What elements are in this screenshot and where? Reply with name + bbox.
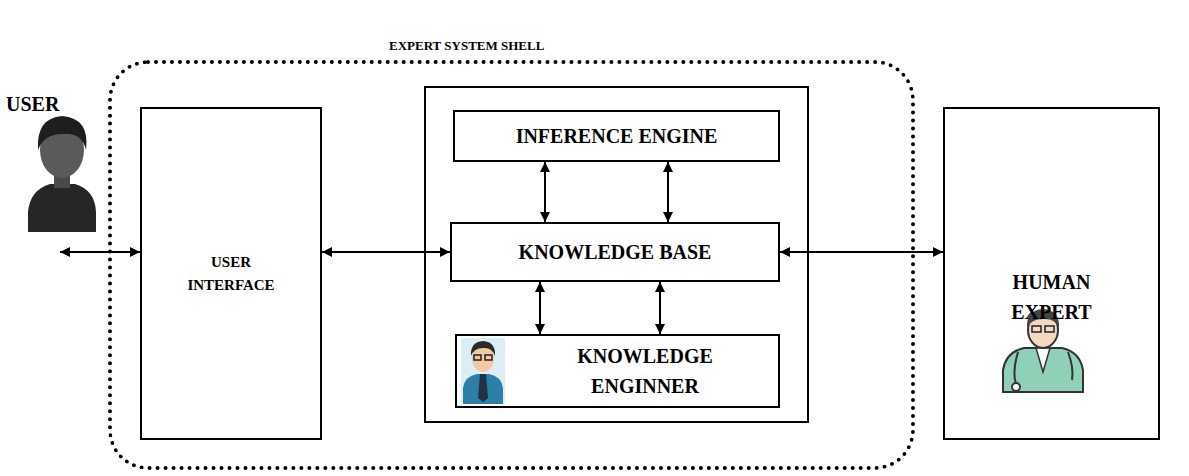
user-arrow [60,251,140,253]
engine-box: INFERENCE ENGINE [453,110,780,162]
box-label: KNOWLEDGE BASE [519,237,712,267]
flow-arrow [780,251,943,253]
actor-label: USER [6,93,59,116]
shell-outline: EXPERT SYSTEM SHELLUSER INTERFACEINFEREN… [108,60,915,470]
flow-arrow [544,162,546,222]
user-icon [28,116,96,232]
knowledge-box: KNOWLEDGE BASE [450,222,780,282]
box-label: INFERENCE ENGINE [516,121,718,151]
flow-arrow [539,282,541,334]
flow-arrow [659,282,661,334]
shell-title: EXPERT SYSTEM SHELL [389,36,544,56]
expert-box: HUMAN EXPERT [943,107,1160,440]
flow-arrow [667,162,669,222]
box-label: KNOWLEDGE ENGINNER [570,341,720,401]
inner-container [425,87,808,422]
box-label: HUMAN EXPERT [987,267,1117,327]
flow-arrow [322,251,450,253]
interface-box: USER INTERFACE [140,107,322,440]
engineer-icon [461,338,505,404]
engineer-box: KNOWLEDGE ENGINNER [455,334,780,408]
box-label: USER INTERFACE [176,251,286,296]
